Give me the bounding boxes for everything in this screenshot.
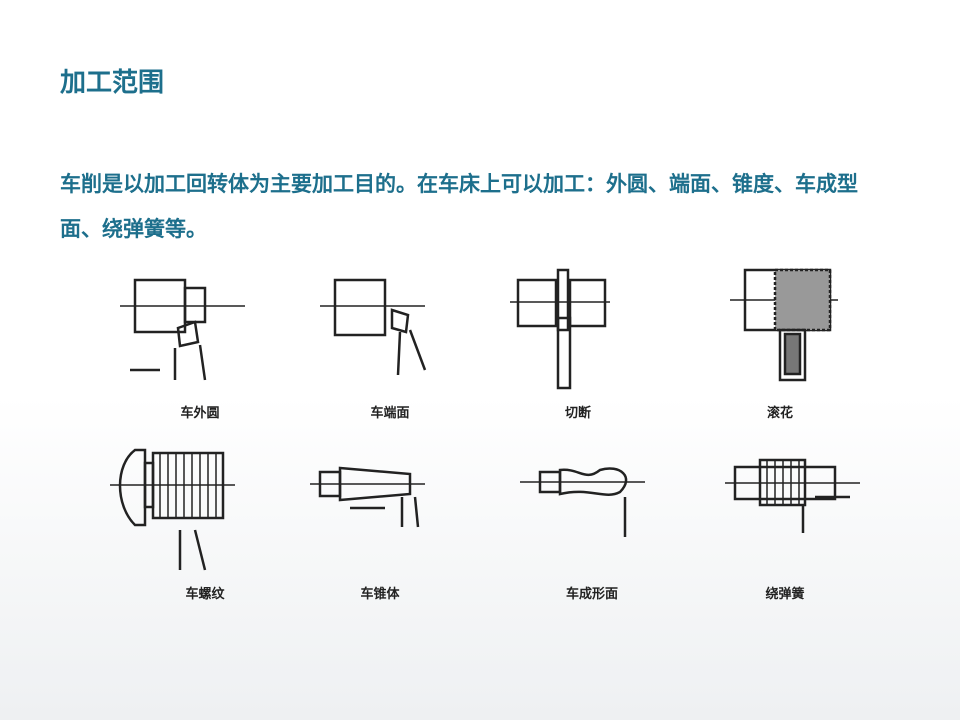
slide-title: 加工范围 — [60, 68, 165, 98]
figure-taper — [310, 466, 425, 528]
caption-4: 车螺纹 — [185, 587, 225, 602]
figure-turning-outer — [120, 278, 245, 381]
figure-threading — [110, 448, 235, 571]
figure-parting — [510, 268, 610, 390]
caption-3: 滚花 — [766, 406, 793, 421]
caption-2: 切断 — [564, 406, 591, 421]
figure-spring-winding — [725, 458, 860, 533]
figure-facing — [320, 278, 427, 376]
caption-0: 车外圆 — [180, 406, 220, 421]
caption-6: 车成形面 — [565, 587, 618, 602]
caption-5: 车锥体 — [360, 587, 400, 602]
figure-knurling — [730, 268, 838, 382]
body-text: 车削是以加工回转体为主要加工目的。在车床上可以加工：外圆、端面、锥度、车成型面、… — [60, 172, 858, 241]
caption-1: 车端面 — [370, 406, 410, 421]
figure-form-turning — [520, 467, 645, 537]
caption-7: 绕弹簧 — [765, 587, 805, 602]
